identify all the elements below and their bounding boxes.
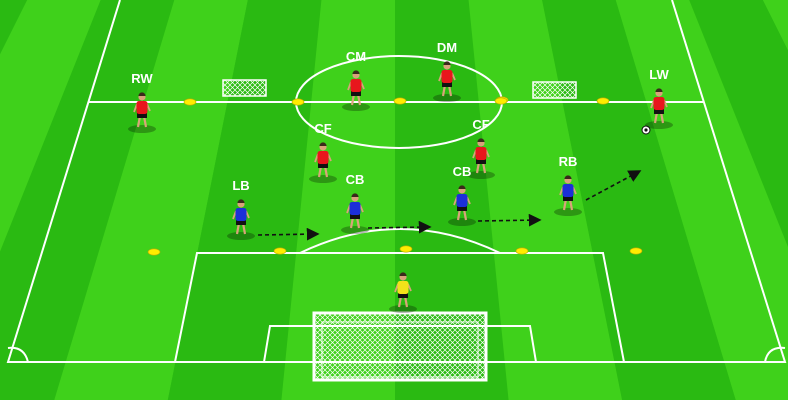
- goalkeeper-icon: [389, 272, 417, 313]
- player-rb: RB: [554, 154, 582, 216]
- player-label: CM: [346, 49, 366, 64]
- arrow-cb-right-run: [477, 213, 542, 227]
- player-blue-icon: [227, 199, 255, 240]
- grass-stripe: [542, 0, 736, 400]
- grass-stripe: [0, 0, 175, 400]
- corner-arc-right: [764, 346, 786, 363]
- player-red-icon: [433, 61, 461, 102]
- player-cm: CM: [342, 49, 370, 111]
- player-lb: LB: [227, 178, 255, 240]
- cone-icon: [183, 98, 197, 106]
- corner-arc-left: [7, 346, 29, 363]
- player-label: CB: [346, 172, 365, 187]
- penalty-arc: [299, 228, 501, 254]
- grass-stripe: [281, 0, 395, 400]
- player-blue-icon: [554, 175, 582, 216]
- player-blue-icon: [341, 193, 369, 234]
- player-rw: RW: [128, 71, 156, 133]
- player-red-icon: [342, 70, 370, 111]
- player-gk: [389, 272, 417, 313]
- player-label: CF: [314, 121, 331, 136]
- arrow-lb-run: [257, 227, 320, 241]
- cone-icon: [596, 97, 610, 105]
- player-red-icon: [645, 88, 673, 129]
- player-label: CB: [453, 164, 472, 179]
- cone-icon: [629, 247, 643, 255]
- cone-icon: [399, 245, 413, 253]
- main-goal: [312, 311, 488, 382]
- player-label: RB: [559, 154, 578, 169]
- players: RW CM DM LW CF CF LB CB CB RB: [128, 40, 673, 313]
- player-cb-left: CB: [341, 172, 369, 234]
- player-lw: LW: [645, 67, 673, 129]
- player-red-icon: [467, 138, 495, 179]
- player-blue-icon: [448, 185, 476, 226]
- player-label: LB: [232, 178, 249, 193]
- player-cf-right: CF: [467, 117, 495, 179]
- player-label: LW: [649, 67, 669, 82]
- cone-icon: [393, 97, 407, 105]
- player-cf-left: CF: [309, 121, 337, 183]
- cone-icon: [147, 248, 161, 256]
- grass-stripe: [167, 0, 322, 400]
- cone-icon: [273, 247, 287, 255]
- ball-icon: [641, 125, 651, 135]
- player-label: RW: [131, 71, 153, 86]
- player-red-icon: [309, 142, 337, 183]
- mini-goal-left: [222, 79, 267, 97]
- mini-goal-right: [532, 81, 577, 99]
- player-dm: DM: [433, 40, 461, 102]
- cone-icon: [494, 97, 508, 105]
- movement-arrows: [257, 170, 642, 241]
- cone-icon: [291, 98, 305, 106]
- player-red-icon: [128, 92, 156, 133]
- grass-stripe: [395, 0, 509, 400]
- penalty-box: [174, 252, 625, 363]
- grass-stripe: [762, 0, 788, 51]
- player-label: CF: [472, 117, 489, 132]
- cone-icon: [515, 247, 529, 255]
- grass-stripe: [689, 0, 788, 247]
- grass-stripe: [54, 0, 248, 400]
- player-label: DM: [437, 40, 457, 55]
- cones: [147, 96, 643, 256]
- player-cb-right: CB: [448, 164, 476, 226]
- arrow-cb-left-run: [367, 220, 432, 234]
- arrow-rb-run: [585, 170, 642, 201]
